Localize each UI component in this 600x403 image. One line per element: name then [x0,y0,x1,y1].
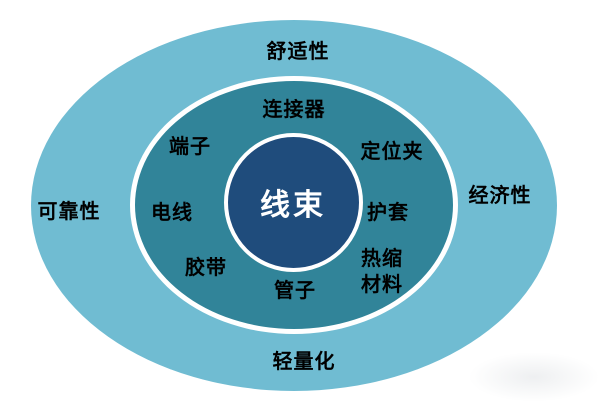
middle-label-heat-shrink-material: 热缩 材料 [361,248,403,296]
middle-label-locating-clip: 定位夹 [360,141,424,163]
center-label-wire-harness: 线束 [260,189,326,222]
middle-label-tape: 胶带 [185,257,227,279]
middle-label-terminal: 端子 [169,136,211,158]
middle-label-connector: 连接器 [262,99,326,121]
middle-label-tube: 管子 [274,280,316,302]
watermark-smudge [468,352,600,402]
outer-label-economy: 经济性 [468,185,532,207]
center-circle [224,133,363,272]
outer-label-lightweight: 轻量化 [272,351,336,373]
outer-label-comfort: 舒适性 [266,41,330,63]
middle-label-sheath: 护套 [367,202,409,224]
middle-label-wire: 电线 [151,202,193,224]
outer-label-reliability: 可靠性 [37,201,101,223]
